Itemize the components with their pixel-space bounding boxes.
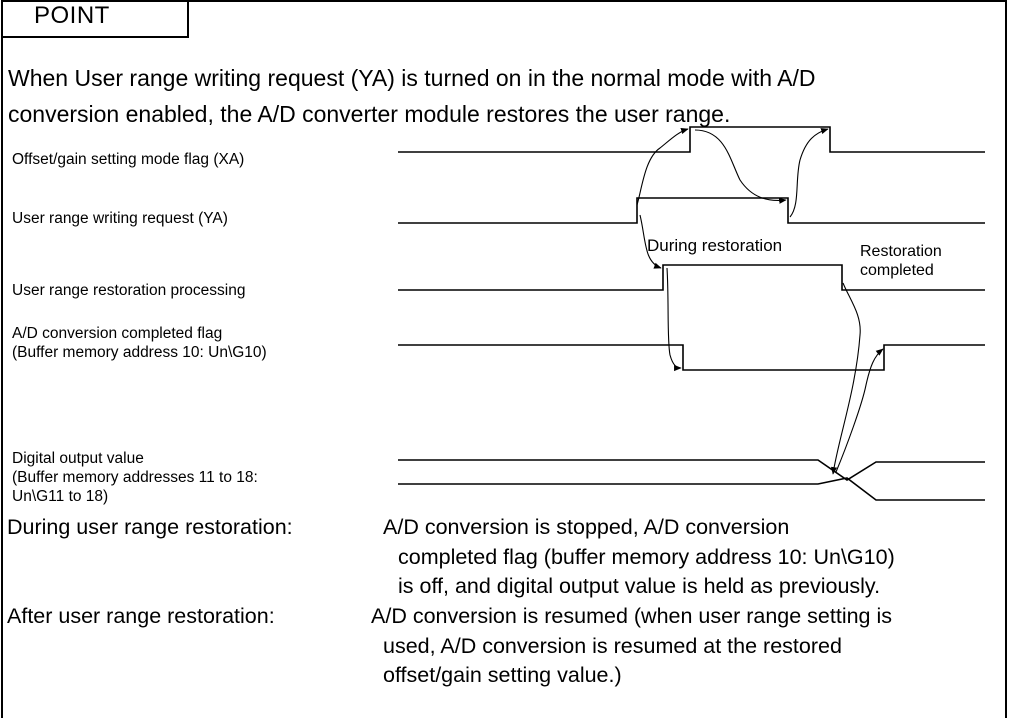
waveform-offset-gain-flag xyxy=(398,126,985,153)
label-restoration-completed-2: completed xyxy=(860,262,934,279)
intro-line-2: conversion enabled, the A/D converter mo… xyxy=(8,101,731,127)
signal-label-digital-output-1: Digital output value xyxy=(12,450,144,467)
arrow-request-to-flag xyxy=(636,128,689,206)
note-after-line-3: offset/gain setting value.) xyxy=(383,663,622,687)
waveform-restoration-processing xyxy=(398,264,985,291)
waveform-digital-output-upper xyxy=(398,459,985,481)
label-restoration-completed-1: Restoration xyxy=(860,243,942,260)
note-after-heading: After user range restoration: xyxy=(7,604,275,628)
note-during-line-2: completed flag (buffer memory address 10… xyxy=(398,545,895,569)
signal-label-digital-output-2: (Buffer memory addresses 11 to 18: xyxy=(12,469,258,486)
note-during-line-1: A/D conversion is stopped, A/D conversio… xyxy=(383,515,790,539)
point-label: POINT xyxy=(34,2,110,29)
arrow-request-to-restoration xyxy=(639,214,662,269)
arrow-digital-to-ad-on xyxy=(835,348,884,473)
signal-label-user-range-request: User range writing request (YA) xyxy=(12,210,228,227)
arrow-flag-to-request-off xyxy=(694,129,787,204)
waveform-ad-complete-flag xyxy=(398,344,985,371)
waveform-digital-output-lower xyxy=(398,477,985,501)
arrow-restoration-to-digital xyxy=(830,282,861,475)
arrow-restoration-to-ad-off xyxy=(666,267,682,372)
signal-label-ad-complete-1: A/D conversion completed flag xyxy=(12,325,223,342)
point-tab xyxy=(3,2,189,38)
intro-line-1: When User range writing request (YA) is … xyxy=(8,65,816,91)
signal-label-ad-complete-2: (Buffer memory address 10: Un\G10) xyxy=(12,344,267,361)
label-during-restoration: During restoration xyxy=(647,236,783,255)
arrow-request-off-to-flag-off xyxy=(789,128,829,218)
signal-label-restoration-processing: User range restoration processing xyxy=(12,282,246,299)
signal-label-digital-output-3: Un\G11 to 18) xyxy=(12,488,109,505)
note-after-line-1: A/D conversion is resumed (when user ran… xyxy=(371,604,893,628)
note-during-line-3: is off, and digital output value is held… xyxy=(398,574,881,598)
note-during-heading: During user range restoration: xyxy=(7,515,293,539)
note-after-line-2: used, A/D conversion is resumed at the r… xyxy=(383,634,842,658)
waveform-user-range-request xyxy=(398,197,985,224)
signal-label-offset-gain-flag: Offset/gain setting mode flag (XA) xyxy=(12,151,245,168)
